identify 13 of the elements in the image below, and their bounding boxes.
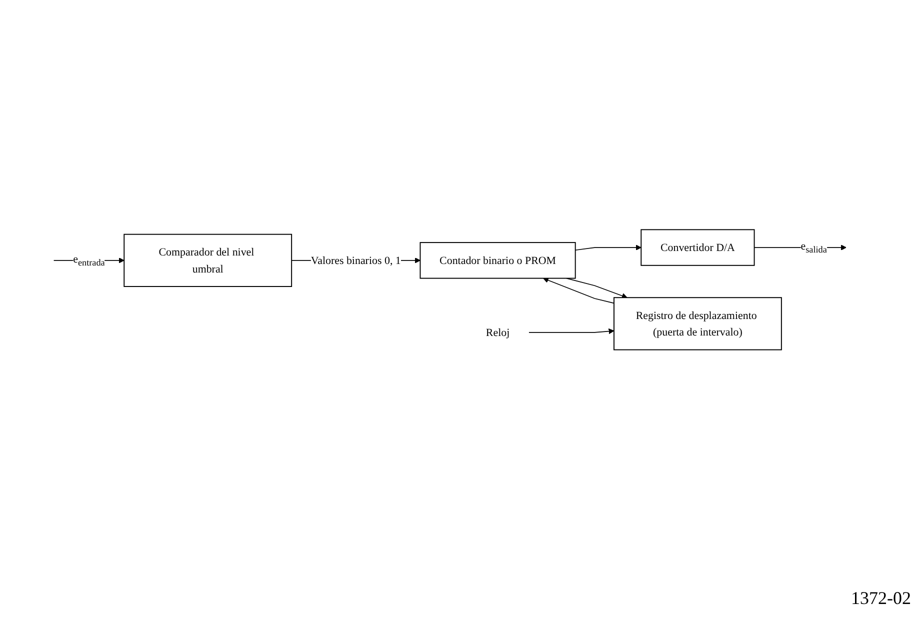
node-box: Comparador del nivel umbral	[124, 234, 292, 287]
node-box: Convertidor D/A	[640, 229, 755, 266]
node-box: Registro de desplazamiento (puerta de intervalo)	[614, 297, 782, 350]
figure-number: 1372-02	[851, 588, 911, 609]
edge-label: Valores binarios 0, 1	[310, 254, 401, 266]
node-text: Reloj	[486, 326, 510, 338]
arrow	[543, 278, 614, 304]
edge-label: e$_{salida}$	[800, 240, 827, 255]
arrow	[566, 278, 628, 298]
node-box: Contador binario o PROM	[420, 242, 576, 279]
edge-label: e$_{entrada}$	[73, 252, 105, 268]
arrow	[574, 244, 642, 251]
arrow	[528, 328, 614, 334]
